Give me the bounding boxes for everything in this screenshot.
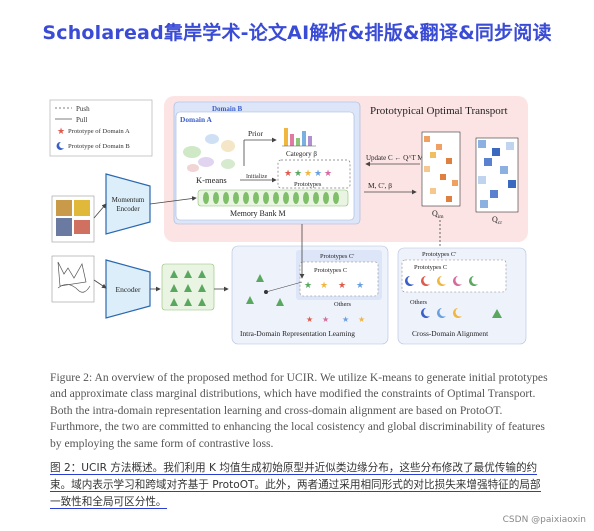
svg-text:★: ★ [338,280,346,290]
pot-title: Prototypical Optimal Transport [370,105,508,117]
svg-text:★: ★ [304,280,312,290]
input-images-top [51,195,95,243]
prototypes-c-box-2 [401,259,507,293]
svg-text:★: ★ [342,315,349,324]
q-cr-matrix [475,137,519,213]
prototypes-box [277,159,351,189]
prototypes-c-prime-label-1: Prototypes C' [320,253,354,260]
mcb-label: M, C', β [368,181,392,190]
others-label-2: Others [410,299,428,306]
domain-b-label: Domain B [212,105,242,113]
initialize-label: Initialize [246,174,268,180]
prototypes-c-label-2: Prototypes C [414,264,447,271]
method-figure: Push Pull ★ Prototype of Domain A Protot… [0,92,594,362]
prior-label: Prior [248,129,264,138]
moons-row-2 [421,308,462,319]
cross-domain-label: Cross-Domain Alignment [412,329,489,338]
prototypes-c-label-1: Prototypes C [314,267,347,274]
svg-text:★: ★ [314,168,322,178]
legend-pull: Pull [76,116,87,124]
domain-a-label: Domain A [180,115,212,124]
legend-proto-b: Prototype of Domain B [68,143,130,150]
legend-star-icon: ★ [57,126,65,136]
figure-caption-english: Figure 2: An overview of the proposed me… [50,371,548,450]
prototypes-label: Prototypes [294,181,322,188]
svg-text:★: ★ [356,280,364,290]
banner-title: Scholaread靠岸学术-论文AI解析&排版&翻译&同步阅读 [42,22,552,44]
overview-diagram: Push Pull ★ Prototype of Domain A Protot… [49,96,528,345]
others-label-1: Others [334,301,352,308]
encoder-label: Encoder [116,285,141,294]
prototypes-c-box-1 [299,261,379,297]
csdn-watermark: CSDN @paixiaoxin [502,515,586,525]
figure-caption-chinese: 图 2：UCIR 方法概述。我们利用 K 均值生成初始原型并近似类边缘分布，这些… [50,460,550,511]
prototypes-c-prime-label-2: Prototypes C' [422,251,456,258]
svg-text:★: ★ [324,168,332,178]
svg-text:★: ★ [294,168,302,178]
svg-text:★: ★ [320,280,328,290]
legend-proto-a: Prototype of Domain A [68,128,130,135]
svg-text:★: ★ [322,315,329,324]
category-beta-bars [282,128,316,147]
momentum-encoder-label-1: Momentum [112,196,145,204]
legend-moon-icon [56,141,64,150]
clusters [183,134,235,172]
svg-text:★: ★ [306,315,313,324]
update-c-label: Update C ← Q^T M [366,154,424,162]
svg-text:★: ★ [304,168,312,178]
intra-domain-label: Intra-Domain Representation Learning [240,329,355,338]
q-cr-label: Qcr [492,215,502,226]
legend-box [49,99,153,157]
category-beta-label: Category β [286,150,317,158]
q-im-matrix [421,131,461,207]
legend-push: Push [76,105,90,113]
svg-text:★: ★ [358,315,365,324]
q-im-label: Qim [432,209,444,220]
chinese-caption-text: 图 2：UCIR 方法概述。我们利用 K 均值生成初始原型并近似类边缘分布，这些… [50,462,541,509]
encoder [105,259,151,319]
kmeans-label: K-means [196,175,227,185]
input-images-bottom [51,255,95,303]
memory-bank-label: Memory Bank M [230,209,286,218]
momentum-encoder [105,173,151,235]
svg-text:★: ★ [284,168,292,178]
momentum-encoder-label-2: Encoder [116,205,140,213]
moons-row-1 [405,276,478,286]
